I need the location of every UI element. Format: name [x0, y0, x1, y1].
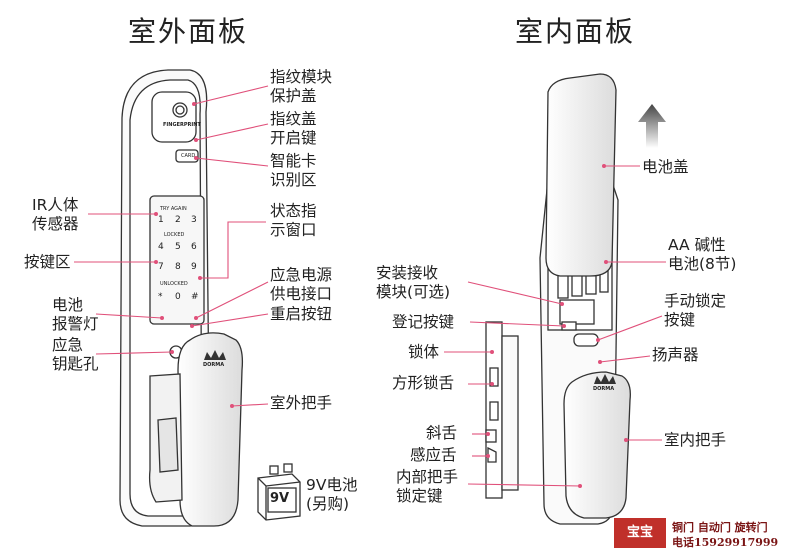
- label-square-bolt: 方形锁舌: [392, 374, 455, 392]
- label-battery-cover: 电池盖: [642, 158, 689, 176]
- leader-dots: [154, 102, 628, 488]
- label-fingerprint-cover: 指纹模块 保护盖: [270, 68, 333, 105]
- watermark-line-1: 铜门 自动门 旋转门: [672, 521, 768, 534]
- key-2[interactable]: 2: [175, 215, 181, 225]
- label-outdoor-handle: 室外把手: [270, 394, 333, 412]
- leader-lines: [74, 85, 666, 487]
- label-keypad-area: 按键区: [24, 253, 71, 271]
- dorma-crown-indoor-icon: [594, 374, 616, 384]
- label-speaker: 扬声器: [652, 346, 699, 364]
- indoor-panel: [485, 73, 666, 525]
- indoor-panel-title: 室内面板: [515, 15, 636, 48]
- key-8[interactable]: 8: [175, 262, 181, 272]
- key-7[interactable]: 7: [158, 262, 164, 272]
- watermark-line-2: 电话15929917999: [672, 536, 779, 549]
- dorma-crown-outdoor-icon: [204, 350, 226, 360]
- label-battery-9v: 9V电池 (另购): [306, 476, 358, 513]
- key-star[interactable]: *: [158, 292, 163, 302]
- key-5[interactable]: 5: [175, 242, 181, 252]
- label-indoor-handle: 室内把手: [664, 431, 727, 449]
- label-aa-batteries: AA 碱性 电池(8节): [668, 236, 737, 273]
- label-emergency-keyhole: 应急 钥匙孔: [52, 336, 99, 373]
- label-sensor-bolt: 感应舌: [410, 446, 457, 464]
- outdoor-panel-title: 室外面板: [128, 15, 249, 48]
- label-lock-body: 锁体: [408, 343, 440, 361]
- label-emergency-power: 应急电源 供电接口: [270, 266, 333, 303]
- watermark: 宝宝 铜门 自动门 旋转门 电话15929917999: [612, 516, 790, 551]
- label-ir-sensor: IR人体 传感器: [32, 196, 79, 233]
- label-register-button: 登记按键: [392, 313, 455, 331]
- label-receiver-module: 安装接收 模块(可选): [376, 264, 451, 301]
- key-hash[interactable]: #: [191, 292, 199, 302]
- watermark-logo: 宝宝: [614, 518, 666, 548]
- label-fingerprint-open-key: 指纹盖 开启键: [270, 110, 317, 147]
- label-status-window: 状态指 示窗口: [270, 202, 317, 239]
- key-0[interactable]: 0: [175, 292, 181, 302]
- locked-text: LOCKED: [164, 232, 185, 238]
- try-again-text: TRY AGAIN: [160, 206, 187, 212]
- unlocked-text: UNLOCKED: [160, 281, 188, 287]
- key-9[interactable]: 9: [191, 262, 197, 272]
- label-manual-lock-button: 手动锁定 按键: [664, 292, 727, 329]
- battery-9v-icon: [257, 463, 301, 521]
- label-restart-button: 重启按钮: [270, 305, 333, 323]
- label-smart-card-area: 智能卡 识别区: [270, 152, 317, 189]
- label-latch-bolt: 斜舌: [426, 424, 458, 442]
- label-inner-lock-key: 内部把手 锁定键: [396, 468, 459, 505]
- fingerprint-text: FINGERPRINT: [163, 122, 201, 128]
- dorma-logo-outdoor: DORMA: [203, 362, 225, 368]
- outdoor-panel: [119, 69, 244, 527]
- key-4[interactable]: 4: [158, 242, 164, 252]
- key-1[interactable]: 1: [158, 215, 164, 225]
- key-3[interactable]: 3: [191, 215, 197, 225]
- label-battery-alarm: 电池 报警灯: [52, 296, 99, 333]
- key-6[interactable]: 6: [191, 242, 197, 252]
- dorma-logo-indoor: DORMA: [593, 386, 615, 392]
- card-text: CARD: [181, 153, 196, 159]
- battery-9v-label: 9V: [270, 491, 290, 506]
